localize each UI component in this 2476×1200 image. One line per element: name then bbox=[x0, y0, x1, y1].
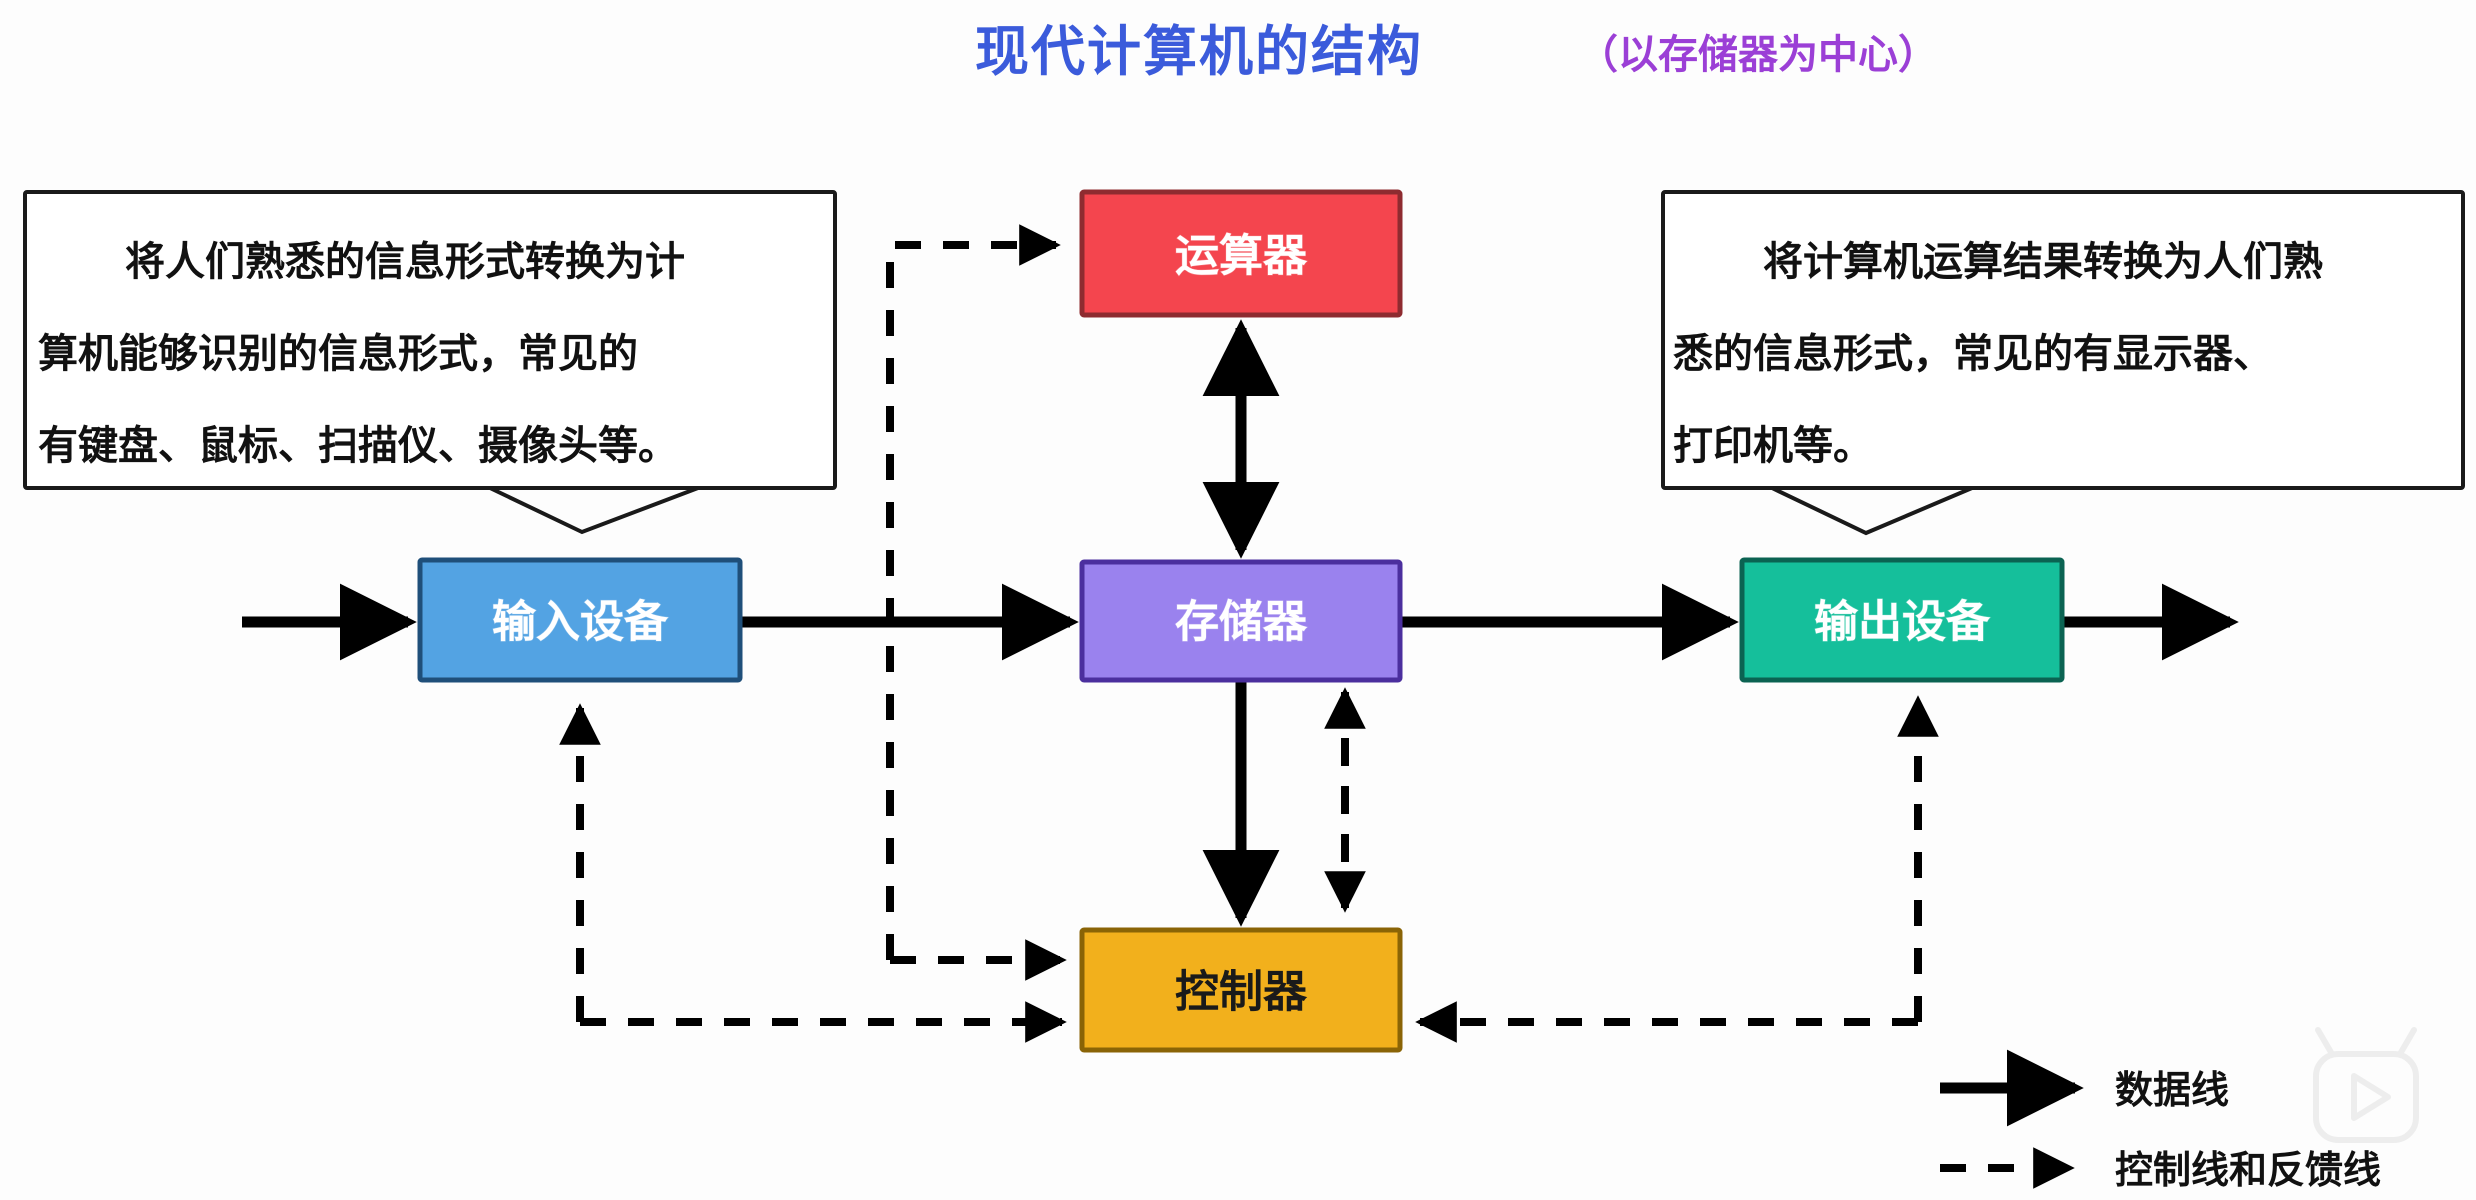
output-callout-line-3: 打印机等。 bbox=[1673, 423, 1873, 469]
input-callout-box bbox=[23, 190, 837, 490]
input-callout-line-1: 将人们熟悉的信息形式转换为计 bbox=[125, 239, 685, 285]
legend-item-data-line: 数据线 bbox=[1940, 1049, 2229, 1127]
node-output-device-label: 输出设备 bbox=[1814, 597, 1991, 648]
output-callout-line-1: 将计算机运算结果转换为人们熟 bbox=[1763, 239, 2323, 285]
legend-label-data-line: 数据线 bbox=[2115, 1068, 2229, 1112]
node-output-device-rect[interactable] bbox=[1739, 557, 2065, 683]
node-controller-rect[interactable] bbox=[1079, 927, 1403, 1053]
page-title: 现代计算机的结构 bbox=[975, 20, 1423, 83]
control-line-to-alu bbox=[886, 224, 1061, 960]
node-alu-label: 运算器 bbox=[1175, 231, 1308, 282]
input-callout-line-3: 有键盘、鼠标、扫描仪、摄像头等。 bbox=[38, 423, 678, 469]
output-callout-tail bbox=[1771, 486, 1973, 536]
node-input-device-label: 输入设备 bbox=[492, 597, 669, 648]
page-subtitle: （以存储器为中心） bbox=[1578, 32, 1938, 78]
output-callout: 将计算机运算结果转换为人们熟 悉的信息形式，常见的有显示器、 打印机等。 bbox=[1661, 190, 2465, 536]
input-callout-tail bbox=[489, 486, 699, 535]
control-lines-group bbox=[559, 224, 1939, 1043]
node-alu-rect[interactable] bbox=[1079, 189, 1403, 318]
legend-item-control-line: 控制线和反馈线 bbox=[1940, 1147, 2381, 1192]
node-controller[interactable]: 控制器 bbox=[1079, 927, 1403, 1053]
bilibili-tv-logo-body bbox=[2313, 1051, 2419, 1143]
node-alu[interactable]: 运算器 bbox=[1079, 189, 1403, 318]
node-output-device[interactable]: 输出设备 bbox=[1739, 557, 2065, 683]
bilibili-tv-logo-antenna-right bbox=[2397, 1027, 2417, 1057]
bilibili-tv-logo bbox=[2313, 1027, 2419, 1143]
output-callout-line-2: 悉的信息形式，常见的有显示器、 bbox=[1673, 331, 2273, 377]
node-memory[interactable]: 存储器 bbox=[1079, 559, 1403, 683]
node-input-device[interactable]: 输入设备 bbox=[417, 557, 743, 683]
node-memory-rect[interactable] bbox=[1079, 559, 1403, 683]
legend-label-control-line: 控制线和反馈线 bbox=[2115, 1148, 2381, 1192]
bilibili-tv-logo-play-icon bbox=[2351, 1073, 2391, 1121]
node-controller-label: 控制器 bbox=[1175, 967, 1308, 1018]
bilibili-tv-logo-antenna-left bbox=[2315, 1027, 2335, 1057]
input-callout-line-2: 算机能够识别的信息形式，常见的 bbox=[38, 331, 638, 377]
output-callout-box bbox=[1661, 190, 2465, 490]
data-lines-group bbox=[242, 319, 2239, 927]
node-memory-label: 存储器 bbox=[1175, 597, 1308, 648]
legend: 数据线 控制线和反馈线 bbox=[1940, 1049, 2381, 1192]
input-callout: 将人们熟悉的信息形式转换为计 算机能够识别的信息形式，常见的 有键盘、鼠标、扫描… bbox=[23, 190, 837, 535]
node-input-device-rect[interactable] bbox=[417, 557, 743, 683]
